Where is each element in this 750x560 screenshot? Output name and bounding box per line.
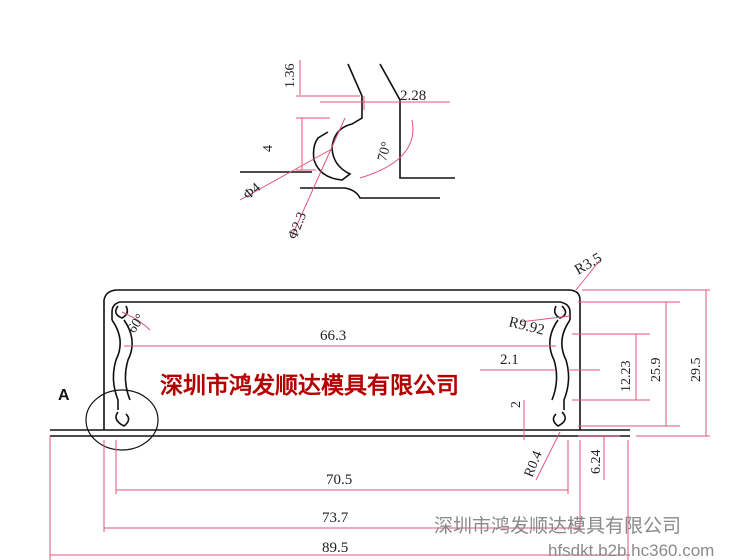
dim-label-6-24: 6.24 — [589, 450, 604, 475]
hook-top-right — [553, 305, 567, 319]
detail-hook-profile — [312, 63, 363, 181]
dim-label-phi4: Φ4 — [241, 180, 264, 203]
dim-label-70deg: 70° — [375, 140, 395, 163]
profile-left-wall — [111, 319, 121, 410]
corner-watermark-name: 深圳市鸿发顺达模具有限公司 — [434, 515, 681, 537]
dim-label-70-5: 70.5 — [326, 472, 352, 488]
center-watermark: 深圳市鸿发顺达模具有限公司 — [160, 372, 459, 399]
profile-right-wall — [561, 319, 571, 410]
hook-bottom-right — [552, 411, 566, 427]
dim-leader-phi4 — [239, 149, 331, 201]
dim-label-29-5: 29.5 — [689, 358, 704, 383]
dim-leader-r3-5 — [575, 259, 601, 291]
label-a: A — [58, 387, 70, 404]
base-plate — [50, 429, 630, 437]
dim-label-r9-92: R9.92 — [507, 314, 546, 338]
dim-line-70-5 — [115, 440, 569, 494]
main-profile-view: A R3.5 R9.92 60° 66.3 2.1 12.23 25.9 29.… — [49, 250, 710, 560]
dim-line-73-7 — [103, 440, 581, 532]
dim-line-1-36 — [296, 60, 360, 97]
dim-line-89-5 — [49, 436, 629, 560]
dim-leader-r9-92 — [519, 315, 571, 323]
dim-line-2-28 — [320, 96, 450, 110]
hook-bottom-left — [115, 411, 130, 427]
dim-label-2-1: 2.1 — [500, 352, 519, 368]
dim-line-6-24 — [578, 435, 620, 480]
dim-label-66-3: 66.3 — [320, 328, 346, 344]
profile-outer — [103, 289, 581, 430]
profile-right-wall-inner — [549, 319, 559, 401]
profile-inner-top — [111, 301, 571, 320]
dim-line-12-23 — [572, 333, 650, 401]
hook-top-left — [114, 305, 129, 319]
dim-label-1-36: 1.36 — [283, 64, 298, 89]
dim-arc-70 — [359, 119, 414, 179]
dim-label-12-23: 12.23 — [619, 361, 634, 393]
dim-label-phi2-3: Φ2.3 — [286, 210, 310, 241]
dim-arc-60 — [121, 311, 151, 331]
dim-line-25-9 — [578, 301, 680, 427]
dim-label-r0-4: R0.4 — [522, 449, 546, 480]
profile-left-wall-inner — [123, 319, 133, 401]
dim-line-29-5 — [582, 289, 710, 437]
dim-label-2: 2 — [509, 401, 524, 408]
detail-circle-a — [85, 389, 159, 451]
dim-line-4 — [296, 117, 330, 171]
dim-label-73-7: 73.7 — [322, 510, 349, 526]
corner-watermark-url: hfsdkt.b2b.hc360.com — [548, 541, 714, 560]
dim-label-4: 4 — [261, 145, 276, 152]
detail-bottom-line — [300, 187, 440, 199]
detail-right-wall — [379, 63, 455, 179]
dim-label-2-28: 2.28 — [400, 88, 426, 104]
dim-leader-r0-4 — [535, 431, 561, 481]
detail-view: 1.36 2.28 4 70° Φ4 Φ2.3 — [239, 60, 455, 241]
dim-label-89-5: 89.5 — [322, 540, 348, 556]
dim-leader-phi2-3 — [291, 117, 346, 237]
dim-label-25-9: 25.9 — [649, 358, 664, 383]
